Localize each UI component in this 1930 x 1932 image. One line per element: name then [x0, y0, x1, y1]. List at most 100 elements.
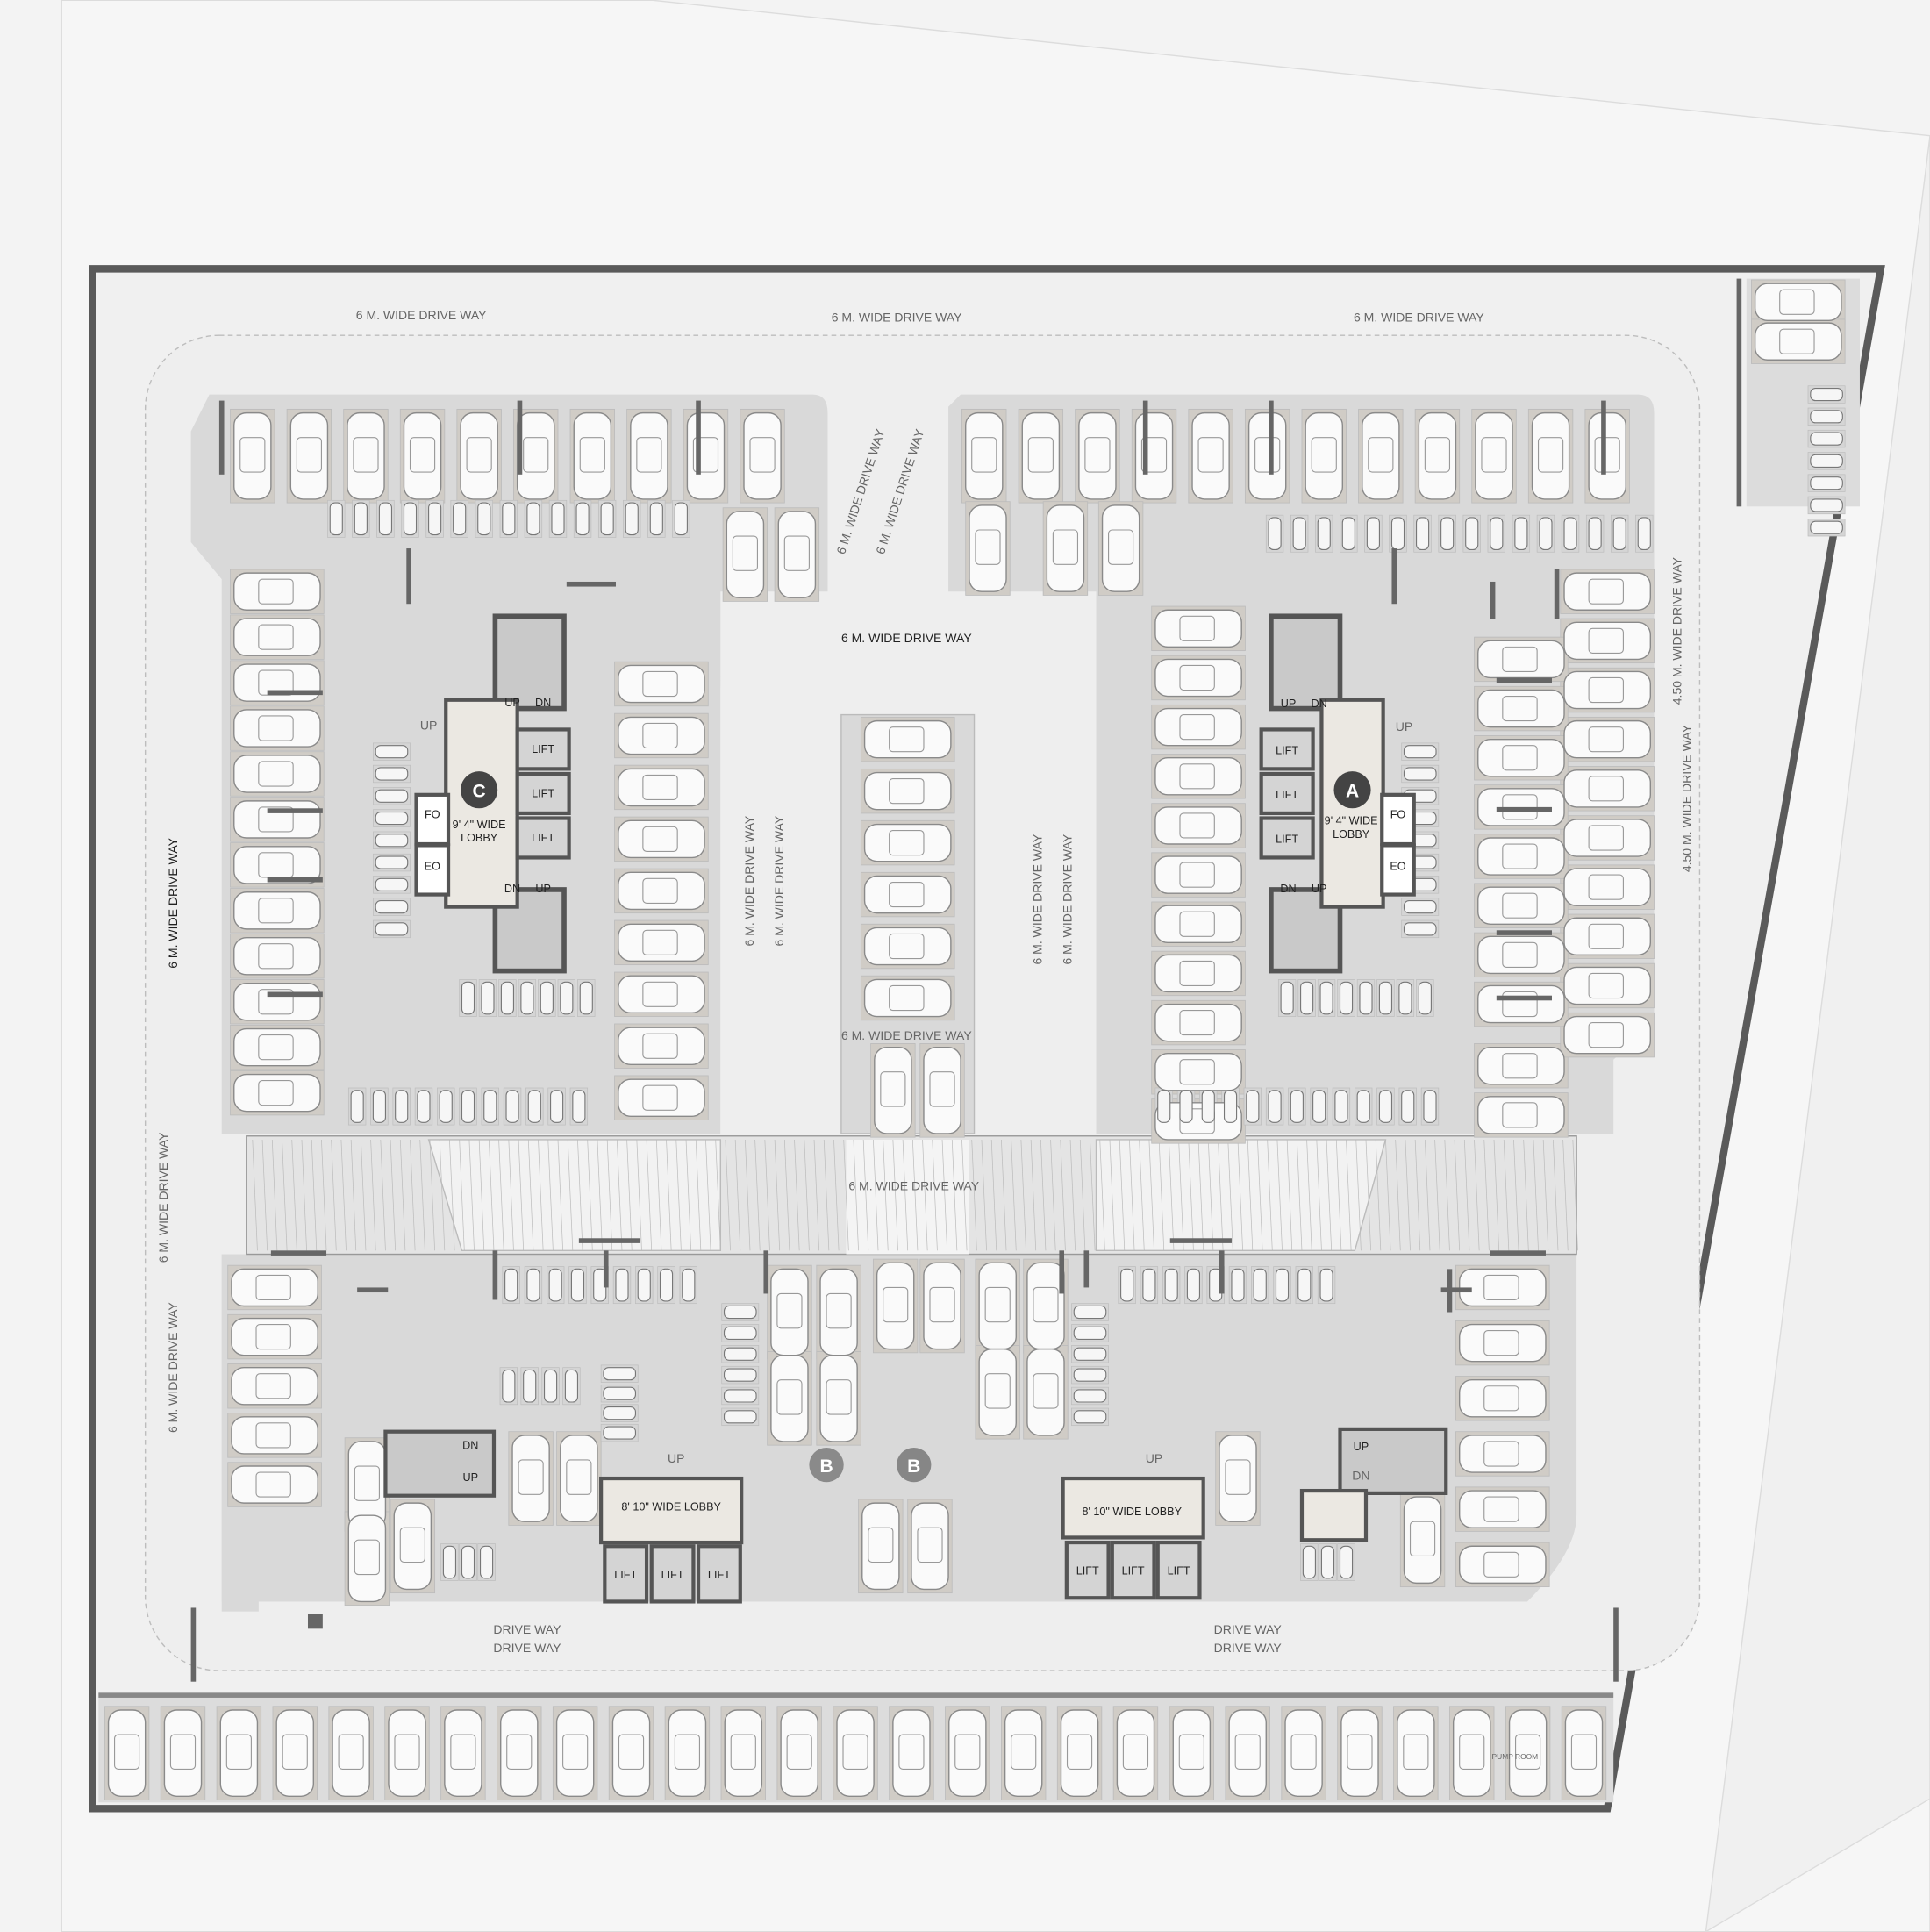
- motorbike-icon: [674, 502, 688, 536]
- lift-b-left-1[interactable]: [603, 1544, 649, 1604]
- car-body: [290, 411, 329, 500]
- ramp-hatch-line: [587, 1139, 593, 1251]
- car-cabin: [258, 1080, 294, 1106]
- ramp-hatch-line: [1562, 1139, 1569, 1251]
- car-icon: [1564, 1709, 1604, 1797]
- ramp-hatch-line: [1306, 1139, 1312, 1251]
- car-icon: [233, 800, 321, 839]
- car-cabin: [1107, 529, 1134, 565]
- ramp-hatch-line: [361, 1139, 367, 1251]
- ramp-hatch-line: [617, 1139, 623, 1251]
- car-body: [1458, 1435, 1547, 1473]
- lift-b-right-3[interactable]: [1155, 1540, 1202, 1600]
- eo-shaft-c: [414, 843, 451, 897]
- car-body: [1362, 411, 1400, 500]
- car-cabin: [618, 1734, 645, 1770]
- motorbike-icon: [1073, 1347, 1107, 1361]
- car-icon: [511, 1435, 550, 1522]
- car-icon: [780, 1709, 818, 1797]
- car-body: [233, 663, 321, 702]
- ramp-hatch-line: [1178, 1139, 1184, 1251]
- motorbike-icon: [1356, 1090, 1370, 1123]
- ramp-hatch-line: [1129, 1139, 1135, 1251]
- ramp-hatch-line: [1454, 1139, 1461, 1251]
- car-icon: [1046, 504, 1085, 592]
- wall-segment: [190, 1607, 197, 1682]
- motorbike-icon: [350, 1090, 364, 1123]
- wall-segment: [1496, 930, 1552, 935]
- core-b-left: LIFT LIFT LIFT 8' 10" WIDE LOBBY UP DN U…: [383, 1429, 744, 1604]
- driveway-label: 6 M. WIDE DRIVE WAY: [1031, 834, 1045, 964]
- lift-a-2[interactable]: [1259, 771, 1315, 816]
- ramp-hatch-line: [961, 1139, 968, 1251]
- ramp-hatch-line: [990, 1139, 997, 1251]
- stair-up-label: UP: [463, 1471, 479, 1484]
- motorbike-icon: [1300, 981, 1314, 1015]
- car-body: [347, 411, 385, 500]
- ramp-hatch-line: [1247, 1139, 1254, 1251]
- stair-b-left: [383, 1429, 497, 1498]
- wall-segment: [357, 1287, 389, 1293]
- car-icon: [1154, 1102, 1242, 1141]
- ramp-hatch-line: [725, 1139, 731, 1251]
- wall-segment: [1613, 1607, 1619, 1682]
- motorbike-icon: [1157, 1090, 1171, 1123]
- lift-b-left-2[interactable]: [649, 1544, 696, 1604]
- car-icon: [1458, 1435, 1547, 1473]
- car-icon: [1154, 954, 1242, 993]
- motorbike-icon: [1810, 432, 1843, 446]
- motorbike-icon: [1637, 517, 1651, 551]
- driveway-label: DRIVE WAY: [1214, 1641, 1283, 1655]
- car-icon: [618, 923, 705, 962]
- car-cabin: [1179, 911, 1215, 937]
- car-icon: [1284, 1709, 1323, 1797]
- motorbike-icon: [570, 1268, 585, 1302]
- lift-b-right-1[interactable]: [1064, 1540, 1111, 1600]
- ramp-hatch-line: [1020, 1139, 1026, 1251]
- lift-c-1[interactable]: [515, 727, 571, 771]
- car-cabin: [642, 826, 678, 852]
- car-cabin: [409, 437, 436, 473]
- car-icon: [743, 411, 782, 500]
- car-body: [1563, 572, 1652, 611]
- core-b-right: LIFT LIFT LIFT 8' 10" WIDE LOBBY UP UP D…: [1061, 1427, 1448, 1600]
- car-icon: [618, 768, 705, 807]
- car-body: [511, 1435, 550, 1522]
- car-cabin: [971, 437, 997, 473]
- car-body: [1563, 1015, 1652, 1055]
- car-body: [724, 1709, 763, 1797]
- car-body: [911, 1502, 949, 1591]
- lift-c-3[interactable]: [515, 816, 571, 860]
- car-body: [1563, 819, 1652, 857]
- car-icon: [618, 1027, 705, 1066]
- car-body: [1154, 1052, 1242, 1091]
- motorbike-icon: [1253, 1268, 1267, 1302]
- wall-segment: [1496, 995, 1552, 1001]
- car-body: [1134, 411, 1174, 500]
- car-icon: [819, 1354, 858, 1442]
- lift-c-2[interactable]: [515, 771, 571, 816]
- ramp-hatch-line: [547, 1139, 554, 1251]
- ramp-hatch-line: [429, 1139, 435, 1251]
- car-cabin: [975, 529, 1001, 565]
- eo-label: EO: [1390, 860, 1405, 872]
- car-cabin: [1033, 1286, 1059, 1323]
- motorbike-icon: [428, 502, 442, 536]
- ramp-hatch-line: [1385, 1139, 1391, 1251]
- lift-a-1[interactable]: [1259, 727, 1315, 771]
- wall-segment: [1059, 1250, 1065, 1294]
- car-cabin: [1588, 676, 1624, 704]
- lift-b-right-2[interactable]: [1110, 1540, 1156, 1600]
- ramp-hatch-line: [971, 1139, 977, 1251]
- stair-a-top: [1269, 613, 1343, 712]
- car-cabin: [1588, 874, 1624, 900]
- lift-a-3[interactable]: [1259, 816, 1315, 860]
- motorbike-icon: [1390, 517, 1405, 551]
- wall-segment: [1083, 1250, 1090, 1288]
- car-body: [819, 1354, 858, 1442]
- car-body: [393, 1502, 432, 1591]
- car-icon: [1397, 1709, 1435, 1797]
- ramp-hatch-line: [734, 1139, 741, 1251]
- lift-b-left-3[interactable]: [696, 1544, 742, 1604]
- motorbike-icon: [372, 1090, 386, 1123]
